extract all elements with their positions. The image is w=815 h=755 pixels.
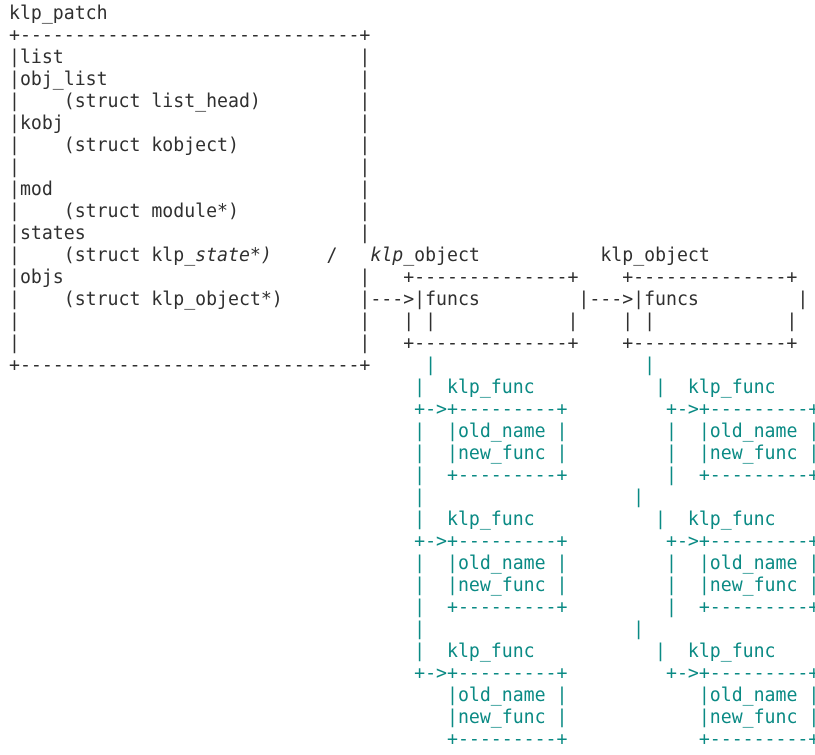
func-chain-segment: | |new_func | bbox=[567, 443, 815, 464]
diagram-line: +->+---------+ +->+---------+ bbox=[9, 399, 815, 421]
struct-text-segment: +-------------------------------+ bbox=[9, 355, 371, 376]
diagram-line: | | +--------------+ +--------------+ bbox=[9, 333, 815, 355]
func-chain-segment: | |new_func | bbox=[9, 443, 568, 464]
func-chain-segment: |old_name | bbox=[567, 685, 815, 706]
diagram-line: | +---------+ | +---------+ bbox=[9, 597, 815, 619]
func-chain-segment: | |old_name | bbox=[567, 421, 815, 442]
diagram-line: |states | bbox=[9, 223, 815, 245]
func-chain-segment: | |old_name | bbox=[9, 421, 568, 442]
func-chain-segment: | bbox=[9, 487, 426, 508]
struct-text-segment: |list | bbox=[9, 47, 371, 68]
func-chain-segment: | |old_name | bbox=[9, 553, 568, 574]
diagram-line: | |new_func | | |new_func | bbox=[9, 575, 815, 597]
diagram-line: | klp_func | klp_func bbox=[9, 509, 815, 531]
diagram-line: | (struct list_head) | bbox=[9, 91, 815, 113]
struct-text-segment: |states | bbox=[9, 223, 371, 244]
func-chain-segment: | bbox=[436, 355, 656, 376]
func-chain-segment: | klp_func bbox=[534, 641, 776, 662]
func-chain-segment: +->+---------+ bbox=[9, 663, 568, 684]
diagram-line: | | bbox=[9, 157, 815, 179]
func-chain-segment: | |new_func | bbox=[567, 575, 815, 596]
struct-text-segment: |objs | +--------------+ +--------------… bbox=[9, 267, 798, 288]
func-chain-segment: |old_name | bbox=[9, 685, 568, 706]
diagram-line: | klp_func | klp_func bbox=[9, 377, 815, 399]
struct-text-segment: | (struct klp_ bbox=[9, 245, 196, 266]
struct-text-segment: |kobj | bbox=[9, 113, 371, 134]
func-chain-segment: | |new_func | bbox=[9, 575, 568, 596]
diagram-line: | (struct klp_state*) / klp_object klp_o… bbox=[9, 245, 815, 267]
func-chain-segment: | klp_func bbox=[9, 377, 535, 398]
diagram-line: | (struct kobject) | bbox=[9, 135, 815, 157]
struct-text-segment: / bbox=[271, 245, 371, 266]
func-chain-segment: | +---------+ bbox=[567, 465, 815, 486]
struct-text-segment: klp_object bbox=[479, 245, 710, 266]
func-chain-segment: +->+---------+ bbox=[567, 663, 815, 684]
struct-text-segment: klp_patch bbox=[9, 3, 108, 24]
diagram-line: |mod | bbox=[9, 179, 815, 201]
diagram-line: | klp_func | klp_func bbox=[9, 641, 815, 663]
diagram-line: | |new_func | | |new_func | bbox=[9, 443, 815, 465]
func-chain-segment: |new_func | bbox=[567, 707, 815, 728]
struct-text-segment: | | | | | | | | bbox=[9, 311, 798, 332]
func-chain-segment: +->+---------+ bbox=[9, 399, 568, 420]
diagram-line: | (struct module*) | bbox=[9, 201, 815, 223]
struct-text-segment: |mod | bbox=[9, 179, 371, 200]
diagram-line: | |old_name | | |old_name | bbox=[9, 553, 815, 575]
diagram-line: | (struct klp_object*) |--->|funcs |--->… bbox=[9, 289, 815, 311]
struct-text-segment: |obj_list | bbox=[9, 69, 371, 90]
diagram-line: |old_name | |old_name | bbox=[9, 685, 815, 707]
func-chain-segment: | +---------+ bbox=[9, 465, 568, 486]
func-chain-segment: +->+---------+ bbox=[567, 531, 815, 552]
klp-structure-diagram: klp_patch+------------------------------… bbox=[9, 3, 815, 751]
struct-text-segment: | | +--------------+ +--------------+ bbox=[9, 333, 798, 354]
diagram-line: | | bbox=[9, 487, 815, 509]
diagram-line: |objs | +--------------+ +--------------… bbox=[9, 267, 815, 289]
diagram-line: | |old_name | | |old_name | bbox=[9, 421, 815, 443]
func-chain-segment: +---------+ bbox=[9, 729, 568, 750]
func-chain-segment: | +---------+ bbox=[9, 597, 568, 618]
struct-text-segment: state*) bbox=[195, 245, 272, 266]
diagram-line: +->+---------+ +->+---------+ bbox=[9, 531, 815, 553]
diagram-line: |obj_list | bbox=[9, 69, 815, 91]
func-chain-segment: | |old_name | bbox=[567, 553, 815, 574]
struct-text-segment: _object bbox=[403, 245, 480, 266]
func-chain-segment: | bbox=[425, 619, 645, 640]
func-chain-segment: | klp_func bbox=[9, 641, 535, 662]
func-chain-segment: | bbox=[425, 487, 645, 508]
func-chain-segment: | +---------+ bbox=[567, 597, 815, 618]
func-chain-segment: +->+---------+ bbox=[567, 399, 815, 420]
struct-text-segment: | (struct kobject) | bbox=[9, 135, 371, 156]
struct-text-segment: | (struct module*) | bbox=[9, 201, 371, 222]
struct-text-segment: | (struct klp_object*) |--->|funcs |--->… bbox=[9, 289, 809, 310]
diagram-line: +-------------------------------+ | | bbox=[9, 355, 815, 377]
struct-text-segment: | (struct list_head) | bbox=[9, 91, 371, 112]
struct-text-segment: +-------------------------------+ bbox=[9, 25, 371, 46]
func-chain-segment: | klp_func bbox=[9, 509, 535, 530]
func-chain-segment: | klp_func bbox=[534, 377, 776, 398]
diagram-line: | | | | | | | | bbox=[9, 311, 815, 333]
diagram-line: |list | bbox=[9, 47, 815, 69]
diagram-line: |new_func | |new_func | bbox=[9, 707, 815, 729]
func-chain-segment: | bbox=[370, 355, 437, 376]
func-chain-segment: +->+---------+ bbox=[9, 531, 568, 552]
struct-text-segment: | | bbox=[9, 157, 371, 178]
func-chain-segment: | klp_func bbox=[534, 509, 776, 530]
func-chain-segment: +---------+ bbox=[567, 729, 815, 750]
struct-text-segment: klp bbox=[370, 245, 404, 266]
diagram-line: +---------+ +---------+ bbox=[9, 729, 815, 751]
diagram-line: +->+---------+ +->+---------+ bbox=[9, 663, 815, 685]
diagram-line: klp_patch bbox=[9, 3, 815, 25]
func-chain-segment: | bbox=[9, 619, 426, 640]
diagram-line: +-------------------------------+ bbox=[9, 25, 815, 47]
diagram-line: | | bbox=[9, 619, 815, 641]
diagram-line: | +---------+ | +---------+ bbox=[9, 465, 815, 487]
diagram-line: |kobj | bbox=[9, 113, 815, 135]
func-chain-segment: |new_func | bbox=[9, 707, 568, 728]
